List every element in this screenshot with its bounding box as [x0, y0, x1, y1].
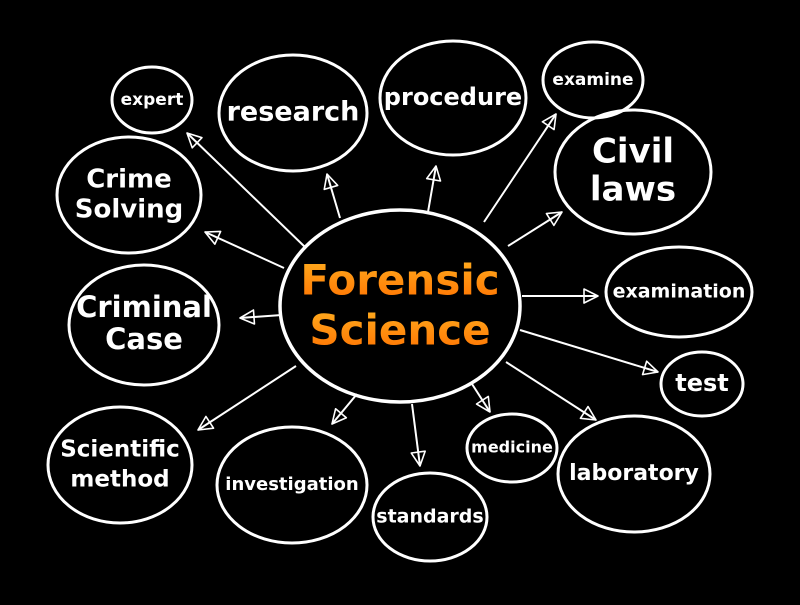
arrowhead-procedure — [425, 165, 442, 182]
connector-line-research — [326, 173, 341, 219]
topic-label-examine: examine — [552, 70, 633, 90]
connector-line-civil-laws — [507, 211, 563, 247]
topic-label-civil-laws-line-2: laws — [590, 170, 676, 210]
topic-examine: examine — [541, 40, 645, 120]
topic-test: test — [659, 350, 745, 418]
topic-label-laboratory: laboratory — [569, 461, 699, 486]
topic-label-crime-solving-line-2: Solving — [75, 195, 183, 225]
topic-research: research — [217, 53, 369, 173]
arrowhead-research — [323, 173, 339, 191]
topic-label-standards: standards — [376, 506, 483, 528]
central-topic-line-1: Forensic — [300, 256, 499, 305]
topic-bubble-investigation — [215, 425, 369, 545]
topic-bubble-standards — [371, 471, 489, 563]
arrowhead-civil-laws — [545, 211, 563, 227]
arrowhead-investigation — [331, 407, 348, 425]
topic-bubble-civil-laws — [553, 108, 713, 236]
topic-label-test: test — [675, 369, 729, 397]
arrowhead-examination — [583, 288, 599, 304]
topic-bubble-scientific-method — [46, 405, 194, 525]
arrowhead-medicine — [475, 395, 491, 413]
topic-label-criminal-case-line-1: Criminal — [76, 290, 212, 324]
connector-line-scientific-method — [197, 365, 297, 431]
topic-bubble-crime-solving — [55, 135, 203, 255]
connector-lines — [186, 113, 659, 467]
topic-bubble-expert — [110, 65, 194, 135]
central-topic: Forensic Science — [278, 208, 522, 404]
topic-label-examination: examination — [613, 281, 746, 303]
topic-label-procedure: procedure — [384, 83, 522, 111]
central-topic-bubble — [278, 208, 522, 404]
topic-label-scientific-method-line-1: Scientific — [60, 437, 180, 463]
topic-procedure: procedure — [378, 39, 528, 157]
connector-line-expert — [186, 132, 307, 249]
topic-bubble-test — [659, 350, 745, 418]
connector-line-crime-solving — [204, 231, 285, 269]
connector-line-examine — [483, 113, 557, 223]
connector-line-procedure — [427, 165, 437, 213]
topic-investigation: investigation — [215, 425, 369, 545]
topic-label-research: research — [227, 97, 360, 128]
topic-expert: expert — [110, 65, 194, 135]
connector-line-medicine — [471, 383, 491, 413]
arrowhead-expert — [186, 132, 203, 149]
arrowhead-examine — [541, 113, 557, 131]
connector-line-standards — [411, 403, 421, 467]
arrowhead-scientific-method — [197, 415, 215, 431]
topic-bubble-procedure — [378, 39, 528, 157]
topic-label-investigation: investigation — [225, 474, 358, 495]
topic-label-expert: expert — [121, 90, 184, 110]
topic-scientific-method: Scientific method — [46, 405, 194, 525]
topic-label-crime-solving-line-1: Crime — [86, 165, 172, 195]
arrowhead-test — [641, 360, 659, 376]
arrowhead-criminal-case — [239, 309, 256, 325]
topic-bubble-examination — [604, 245, 754, 339]
topic-label-criminal-case-line-2: Case — [105, 322, 183, 356]
topic-bubble-laboratory — [556, 414, 712, 534]
topic-bubble-research — [217, 53, 369, 173]
arrowhead-crime-solving — [204, 230, 222, 245]
topic-bubble-medicine — [465, 412, 559, 484]
topic-medicine: medicine — [465, 412, 559, 484]
connector-line-investigation — [331, 393, 358, 425]
topic-standards: standards — [371, 471, 489, 563]
arrowhead-laboratory — [579, 405, 597, 421]
topic-examination: examination — [604, 245, 754, 339]
topic-label-medicine: medicine — [471, 438, 553, 457]
connector-line-criminal-case — [239, 314, 283, 319]
topic-label-scientific-method-line-2: method — [70, 467, 169, 493]
central-topic-line-2: Science — [309, 306, 490, 355]
arrowhead-standards — [410, 450, 426, 467]
connector-line-test — [519, 329, 659, 373]
topic-label-civil-laws-line-1: Civil — [592, 132, 674, 172]
connector-line-laboratory — [505, 361, 597, 421]
topic-laboratory: laboratory — [556, 414, 712, 534]
topic-bubble-criminal-case — [67, 263, 221, 387]
